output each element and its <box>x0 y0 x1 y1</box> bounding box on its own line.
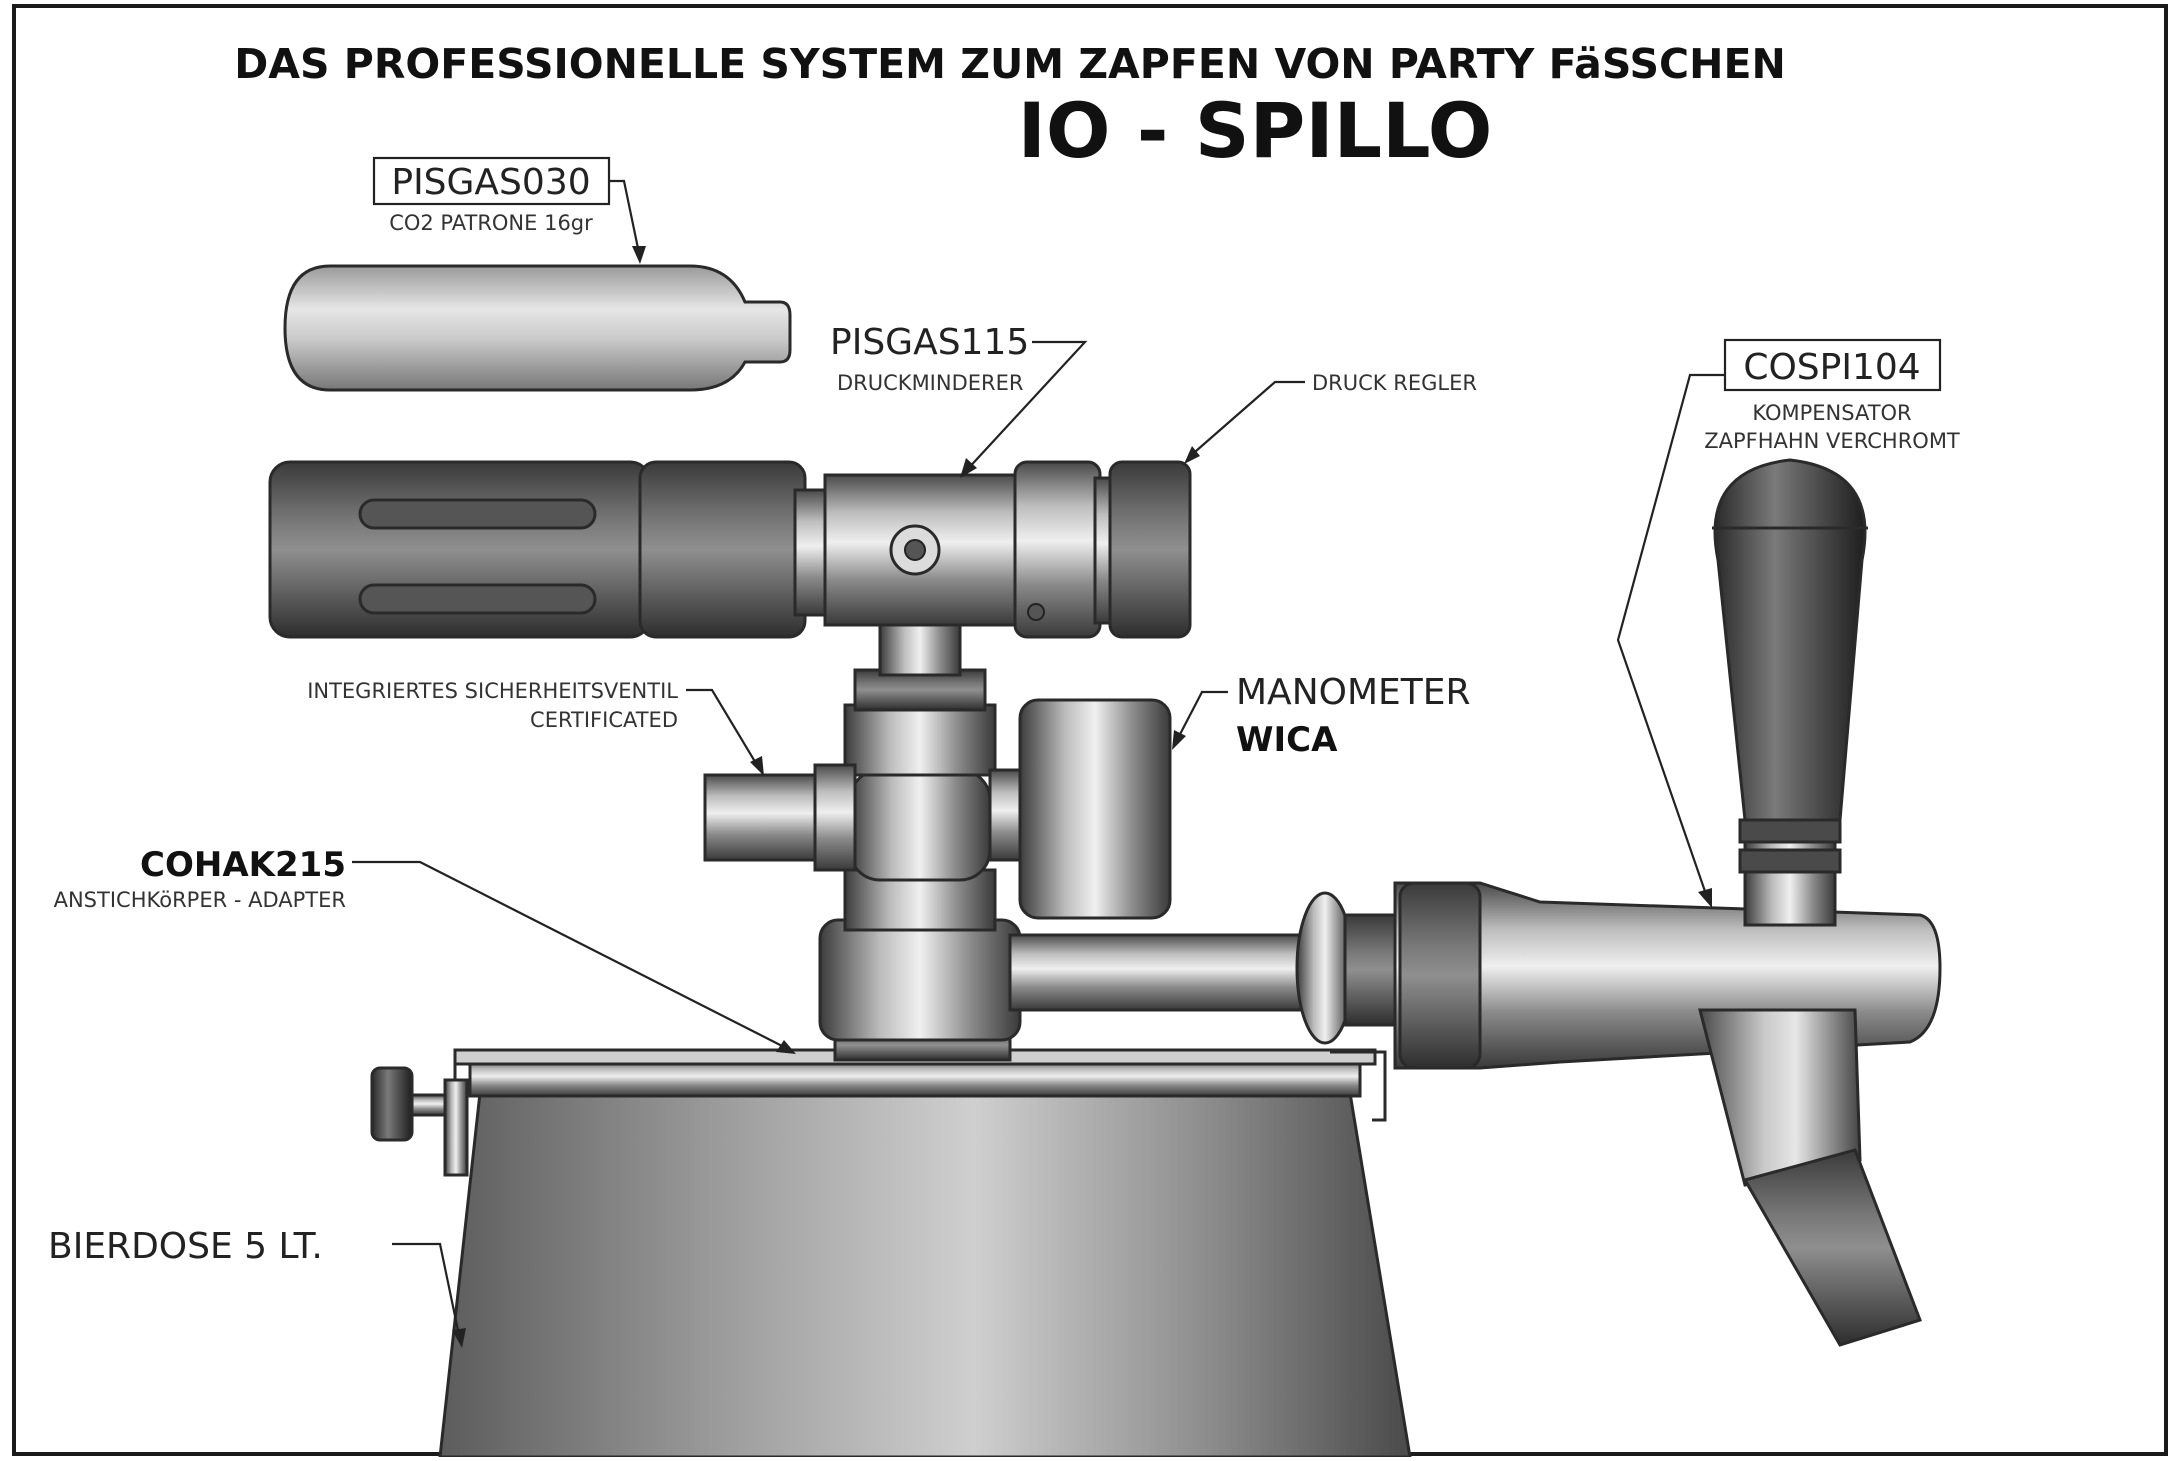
beer-keg <box>370 1048 1412 1459</box>
manometer-line2: WICA <box>1236 720 1338 760</box>
callout-tap: COSPI104 KOMPENSATOR ZAPFHAHN VERCHROMT <box>1616 338 1960 908</box>
co2-cartridge-code: PISGAS030 <box>391 162 590 203</box>
callout-co2-cartridge: PISGAS030 CO2 PATRONE 16gr <box>372 156 646 264</box>
callout-pressure-reducer: PISGAS115 DRUCKMINDERER <box>830 322 1088 478</box>
adapter-code: COHAK215 <box>140 845 346 885</box>
pressure-reducer-code: PISGAS115 <box>830 322 1029 363</box>
tap-assembly <box>1008 458 1942 1347</box>
callout-safety-valve: INTEGRIERTES SICHERHEITSVENTIL CERTIFICA… <box>307 679 764 776</box>
pressure-regulator-desc: DRUCK REGLER <box>1312 371 1477 395</box>
safety-valve-line1: INTEGRIERTES SICHERHEITSVENTIL <box>307 679 678 703</box>
safety-valve-line2: CERTIFICATED <box>530 708 678 732</box>
callout-adapter: COHAK215 ANSTICHKöRPER - ADAPTER <box>54 845 796 1054</box>
manometer-gauge <box>988 698 1172 920</box>
safety-valve <box>703 763 857 872</box>
tap-desc-line1: KOMPENSATOR <box>1752 401 1911 425</box>
adapter-body <box>818 623 1022 1062</box>
tap-desc-line2: ZAPFHAHN VERCHROMT <box>1704 429 1960 453</box>
pressure-reducer <box>268 460 1192 639</box>
manometer-line1: MANOMETER <box>1236 672 1471 713</box>
co2-cartridge <box>283 264 792 392</box>
co2-cartridge-desc: CO2 PATRONE 16gr <box>389 211 593 235</box>
callout-manometer: MANOMETER WICA <box>1172 672 1471 760</box>
product-name: IO - SPILLO <box>1018 86 1493 175</box>
pressure-reducer-desc: DRUCKMINDERER <box>837 371 1023 395</box>
callout-keg: BIERDOSE 5 LT. <box>48 1226 466 1348</box>
callout-pressure-regulator: DRUCK REGLER <box>1184 371 1477 464</box>
header-title: DAS PROFESSIONELLE SYSTEM ZUM ZAPFEN VON… <box>234 40 1786 88</box>
keg-desc: BIERDOSE 5 LT. <box>48 1226 323 1267</box>
tap-code: COSPI104 <box>1743 347 1920 388</box>
adapter-desc: ANSTICHKöRPER - ADAPTER <box>54 888 346 912</box>
